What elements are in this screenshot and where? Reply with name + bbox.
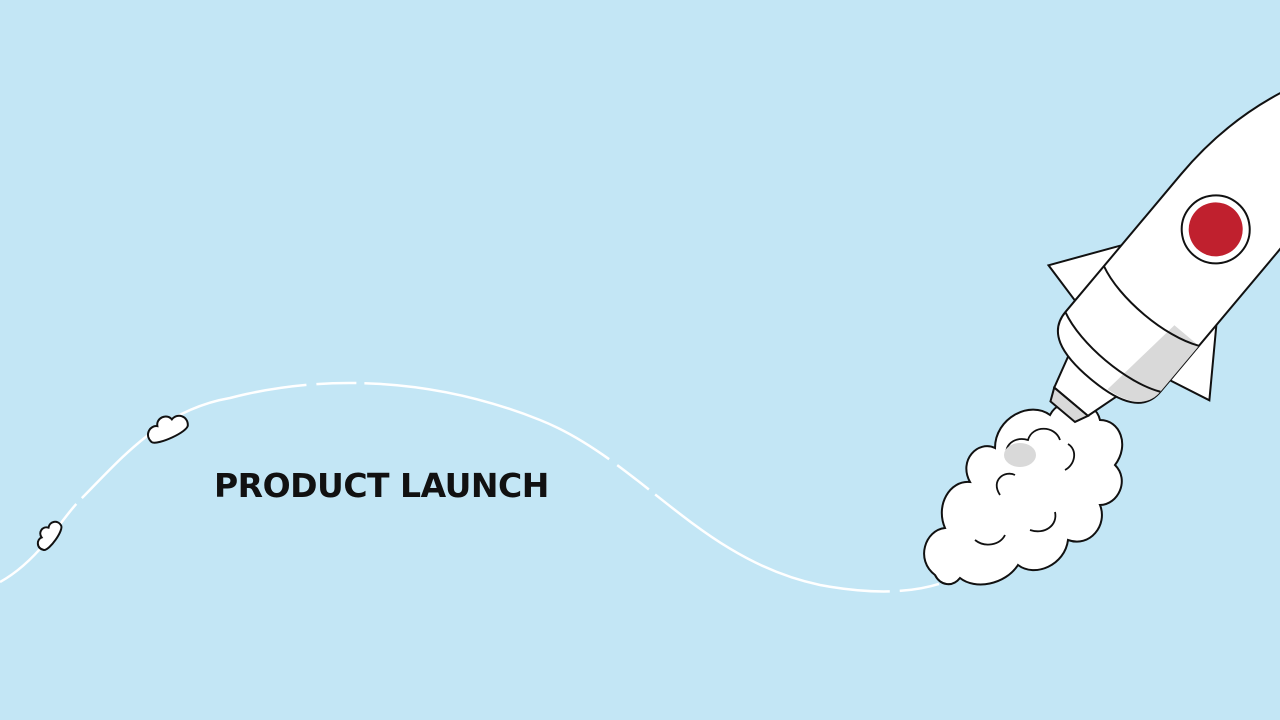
flight-trail (0, 381, 951, 593)
headline: PRODUCT LAUNCH (214, 466, 549, 505)
rocket-icon (1046, 67, 1280, 424)
small-cloud-icon (36, 520, 63, 552)
small-cloud-icon (147, 414, 189, 444)
smoke-cloud-icon (923, 400, 1124, 586)
